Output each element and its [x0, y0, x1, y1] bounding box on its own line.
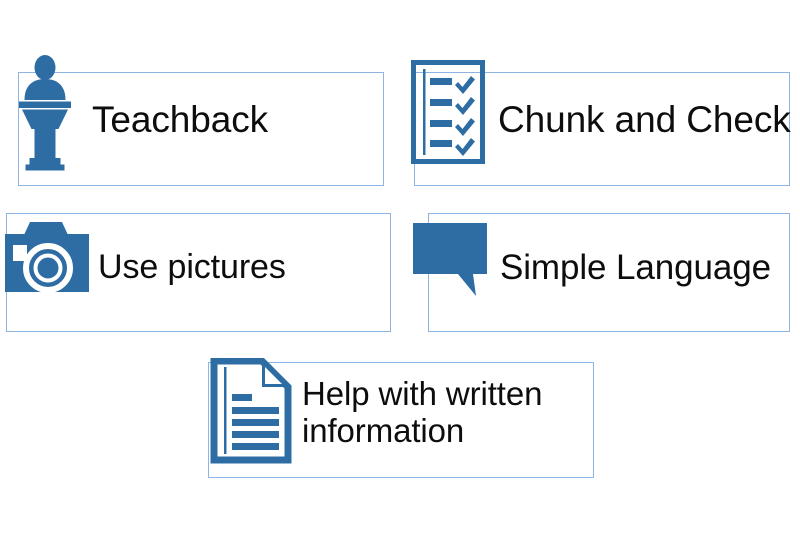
camera-icon — [2, 222, 92, 294]
card-label-help-with-written-information: Help with written information — [302, 375, 543, 449]
checklist-icon — [411, 60, 485, 164]
card-label-chunk-and-check: Chunk and Check — [498, 99, 791, 140]
speech-bubble-icon — [412, 222, 488, 302]
card-simple-language[interactable] — [428, 213, 790, 332]
document-icon — [210, 358, 292, 464]
card-label-simple-language: Simple Language — [500, 248, 771, 287]
card-chunk-and-check[interactable] — [414, 72, 790, 186]
card-teachback[interactable] — [18, 72, 384, 186]
card-use-pictures[interactable] — [6, 213, 391, 332]
card-label-use-pictures: Use pictures — [98, 248, 286, 286]
podium-speaker-icon — [14, 55, 76, 171]
card-label-teachback: Teachback — [92, 99, 268, 140]
